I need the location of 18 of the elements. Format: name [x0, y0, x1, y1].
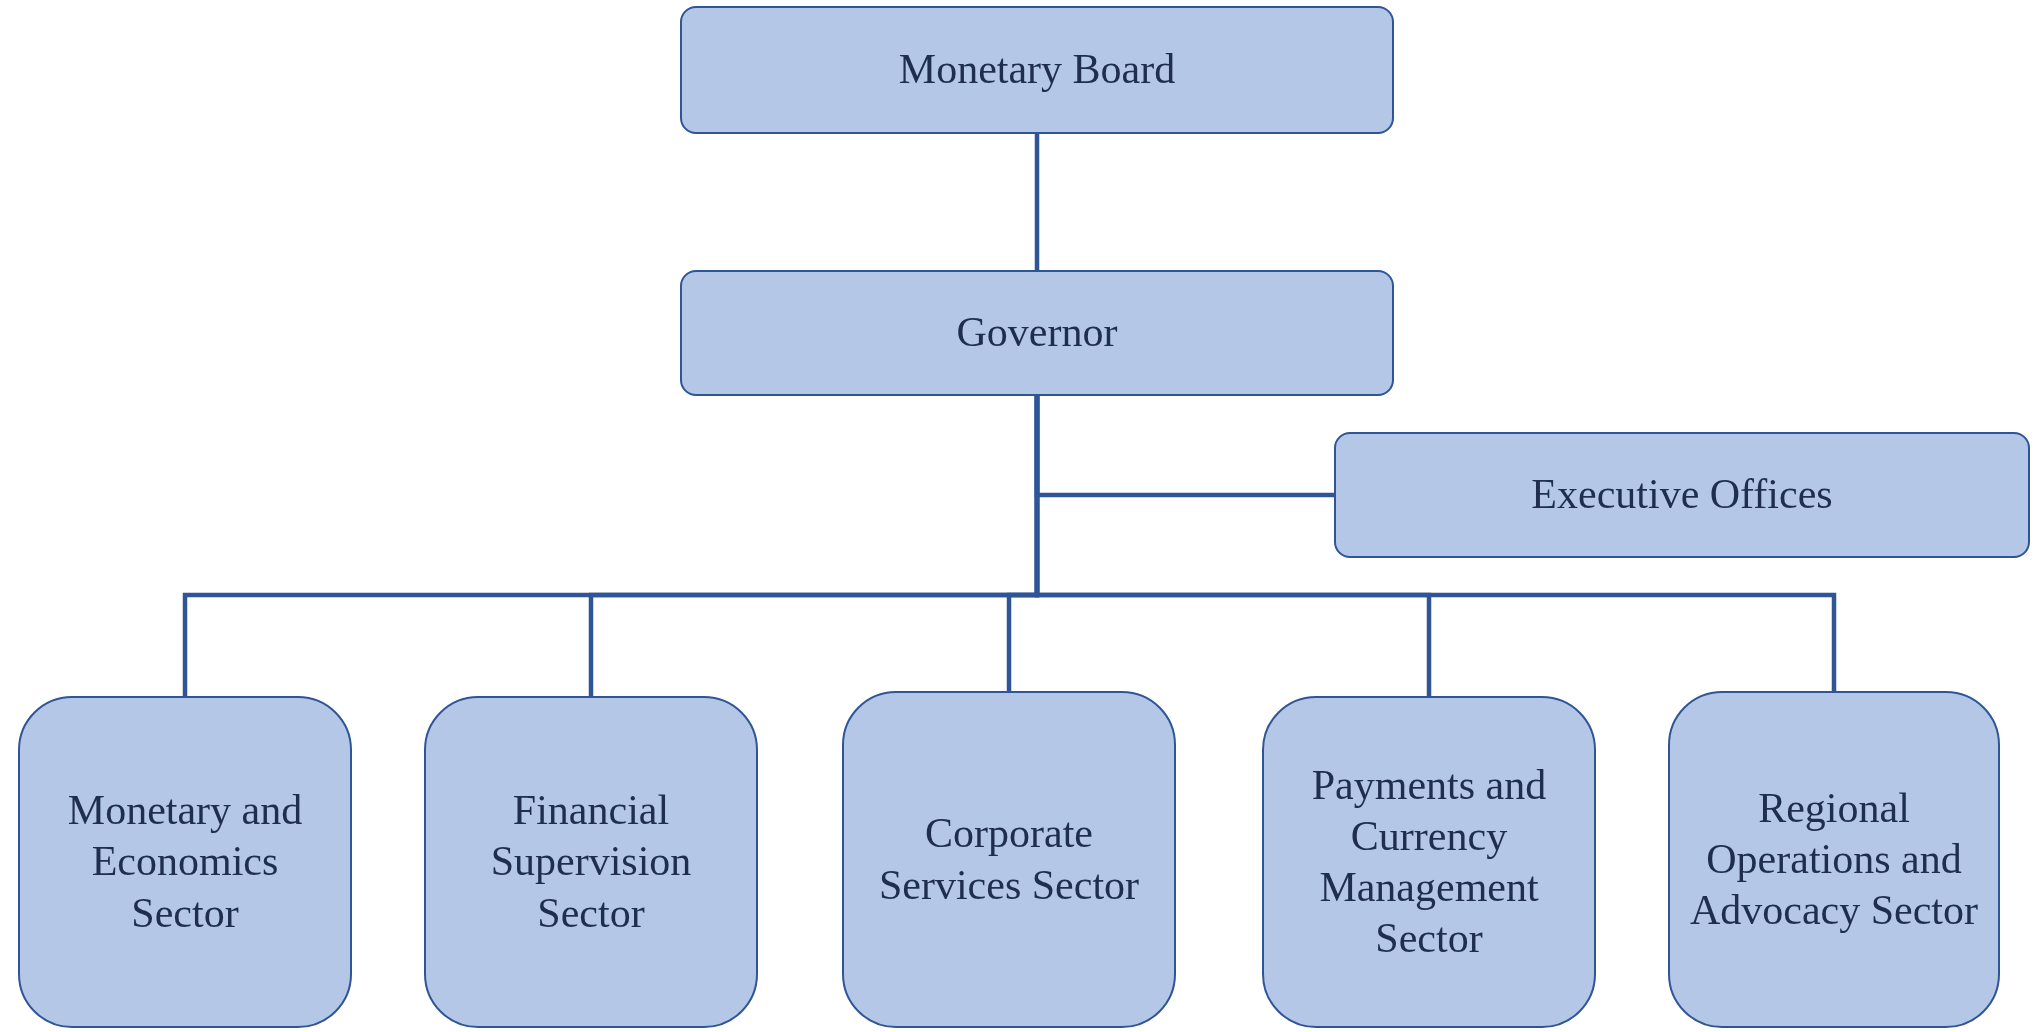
box-label: Regional Operations and Advocacy Sector	[1688, 783, 1980, 936]
box-label: Governor	[956, 308, 1118, 358]
org-box	[1668, 691, 2000, 1028]
connector-line	[1034, 396, 1837, 691]
org-box	[680, 270, 1394, 396]
org-box	[1334, 432, 2030, 558]
box-label: Financial Supervision Sector	[489, 786, 693, 938]
box-label: Executive Offices	[1531, 470, 1833, 520]
org-box	[842, 691, 1176, 1028]
box-label: Monetary Board	[898, 45, 1176, 95]
box-label: Corporate Services Sector	[877, 809, 1141, 910]
box-label: Payments and Currency Management Sector	[1310, 760, 1548, 964]
org-box	[424, 696, 758, 1028]
connector-line	[1034, 134, 1040, 270]
box-label: Monetary and Economics Sector	[66, 786, 304, 938]
org-box	[18, 696, 352, 1028]
org-box	[680, 6, 1394, 134]
org-box	[1262, 696, 1596, 1028]
